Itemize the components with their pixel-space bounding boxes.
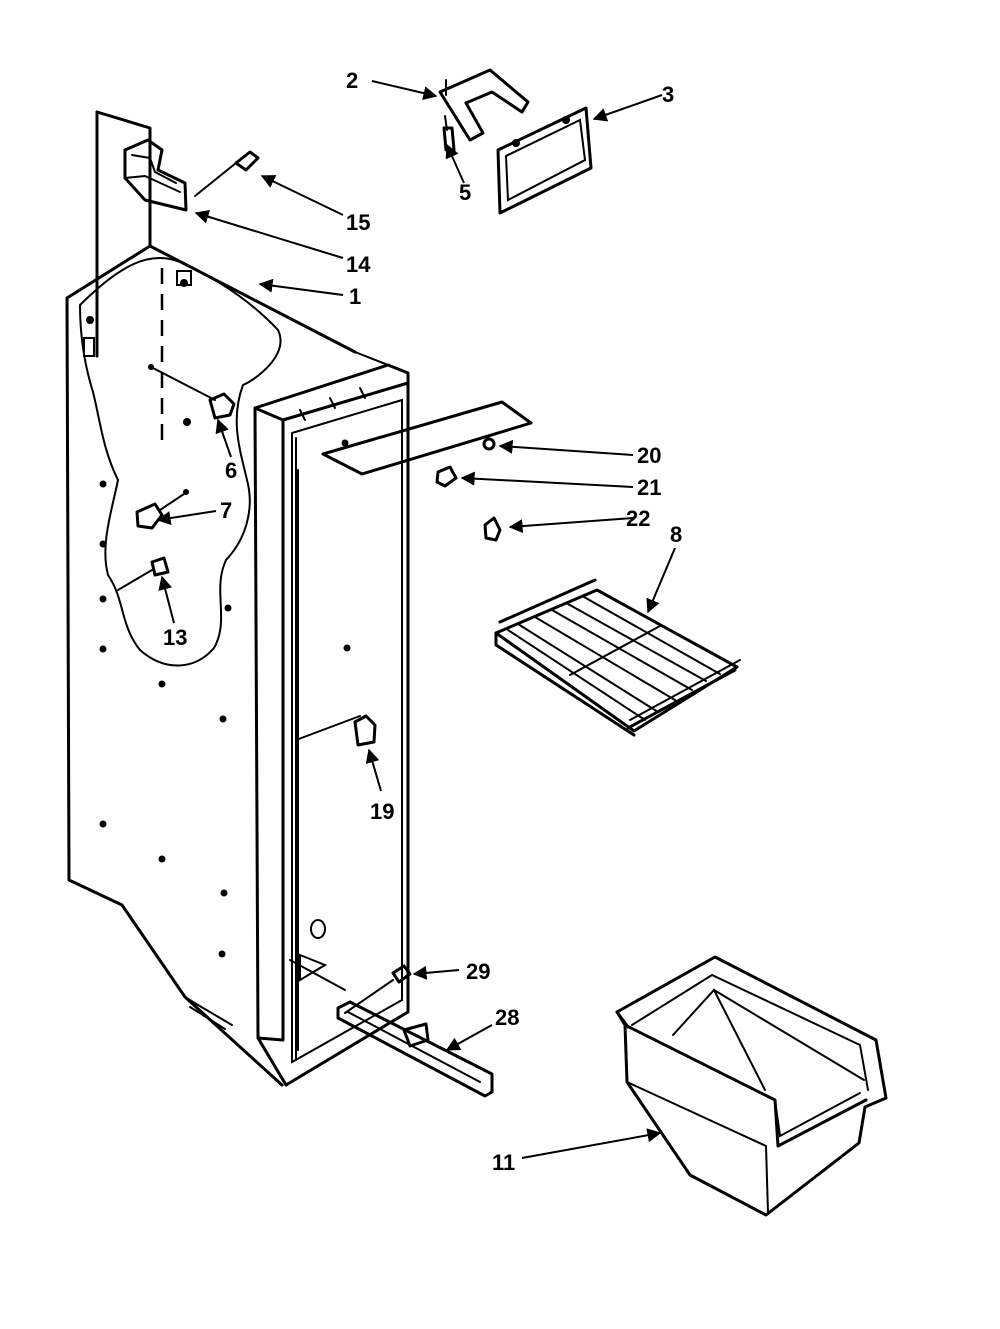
screw-part-29 xyxy=(344,964,412,1014)
leader-lines xyxy=(156,80,676,1159)
cover-plate xyxy=(321,400,533,476)
wire-shelf-part-8 xyxy=(494,578,741,737)
callout-labels: 2 3 5 15 14 1 6 7 13 19 20 21 22 8 29 28… xyxy=(163,68,682,1175)
bracket-part-28 xyxy=(336,1000,494,1098)
fitting-part-7 xyxy=(135,489,189,530)
callout-1: 1 xyxy=(349,284,361,309)
callout-8: 8 xyxy=(670,522,682,547)
bracket-part-14 xyxy=(123,138,188,212)
callout-2: 2 xyxy=(346,68,358,93)
callout-15: 15 xyxy=(346,210,370,235)
bin-part-11 xyxy=(615,955,888,1217)
clip-part-22 xyxy=(483,516,502,542)
clip-part-21 xyxy=(435,465,458,488)
screw-part-5 xyxy=(442,126,456,152)
liner-part-1 xyxy=(65,110,410,1087)
callout-14: 14 xyxy=(346,252,371,277)
callout-29: 29 xyxy=(466,959,490,984)
callout-6: 6 xyxy=(225,458,237,483)
fitting-part-6 xyxy=(208,392,236,420)
fitting-part-13 xyxy=(117,556,170,591)
callout-28: 28 xyxy=(495,1005,519,1030)
screw-part-15 xyxy=(194,150,260,197)
callout-3: 3 xyxy=(662,82,674,107)
clip-part-19 xyxy=(353,714,377,747)
panel-part-3 xyxy=(496,106,593,215)
clip-part-20 xyxy=(482,437,496,451)
callout-20: 20 xyxy=(637,443,661,468)
callout-21: 21 xyxy=(637,475,661,500)
callout-22: 22 xyxy=(626,506,650,531)
callout-5: 5 xyxy=(459,180,471,205)
callout-11: 11 xyxy=(492,1150,515,1175)
callout-19: 19 xyxy=(370,799,394,824)
callout-7: 7 xyxy=(220,498,232,523)
callout-13: 13 xyxy=(163,625,187,650)
